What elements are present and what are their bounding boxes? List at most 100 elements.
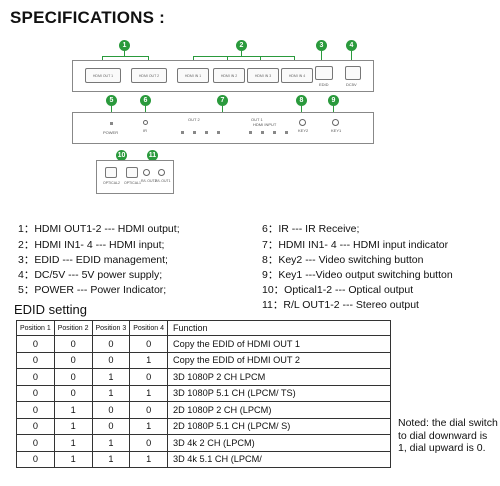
leader-line (111, 106, 112, 116)
rl-out1-label: R/L OUT1 (155, 179, 171, 183)
key1-label: KEY1 (331, 128, 342, 133)
device-illustration: 1 2 3 4 HDMI OUT 1 HDMI OUT 2 HDMI IN 1 … (0, 0, 500, 200)
leader-line (102, 56, 103, 61)
position-cell: 0 (129, 335, 168, 353)
leader-line (193, 56, 294, 57)
legend-item: 8：Key2 --- Video switching button (262, 254, 424, 266)
key2-button[interactable] (299, 119, 306, 126)
position-cell: 0 (53, 384, 93, 402)
hdmi-in-1-port: HDMI IN 1 (177, 68, 209, 83)
optical2-label: OPTICAL2 (103, 181, 120, 185)
function-cell: Copy the EDID of HDMI OUT 2 (167, 351, 391, 369)
position-cell: 1 (91, 384, 131, 402)
position-cell: 1 (129, 450, 168, 468)
power-led (110, 122, 113, 125)
page-title: SPECIFICATIONS : (10, 8, 165, 27)
leader-line (301, 106, 302, 116)
callout-3: 3 (316, 40, 327, 51)
position-cell: 0 (53, 351, 93, 369)
callout-1: 1 (119, 40, 130, 51)
position-cell: 0 (91, 335, 131, 353)
position-cell: 0 (91, 417, 131, 435)
power-label: POWER (103, 130, 119, 135)
function-cell: 3D 4k 5.1 CH (LPCM/ (167, 450, 391, 468)
key1-button[interactable] (332, 119, 339, 126)
leader-line (124, 51, 125, 56)
table-header-row: Position 1 Position 2 Position 3 Positio… (16, 320, 391, 336)
function-cell: 2D 1080P 2 CH (LPCM) (167, 401, 391, 419)
audio-panel: OPTICAL2 OPTICAL1 R/L OUT2 R/L OUT1 (96, 160, 174, 194)
position-cell: 1 (129, 384, 168, 402)
input-led (193, 131, 196, 134)
position-cell: 1 (53, 401, 93, 419)
dc5v-port (345, 66, 361, 80)
edid-dip-switch (315, 66, 333, 80)
column-header: Position 1 (16, 320, 55, 336)
ir-receiver (143, 120, 148, 125)
front-panel: POWER IR OUT 2 OUT 1 HDMI INPUT KEY2 KEY… (72, 112, 374, 144)
position-cell: 0 (16, 401, 55, 419)
out2-label: OUT 2 (188, 117, 200, 122)
function-cell: 3D 1080P 2 CH LPCM (167, 368, 391, 386)
input-led (261, 131, 264, 134)
position-cell: 1 (129, 351, 168, 369)
position-cell: 0 (129, 434, 168, 452)
position-cell: 0 (53, 368, 93, 386)
key2-label: KEY2 (298, 128, 309, 133)
input-led (217, 131, 220, 134)
leader-line (260, 56, 261, 61)
position-cell: 1 (91, 434, 131, 452)
rl-out2-label: R/L OUT2 (141, 179, 157, 183)
leader-line (333, 106, 334, 116)
callout-4: 4 (346, 40, 357, 51)
callout-10: 10 (116, 150, 127, 161)
hdmi-in-4-port: HDMI IN 4 (281, 68, 313, 83)
legend-item: 10：Optical1-2 --- Optical output (262, 284, 414, 296)
column-header: Position 3 (91, 320, 131, 336)
callout-2: 2 (236, 40, 247, 51)
column-header: Position 2 (53, 320, 93, 336)
callout-11: 11 (147, 150, 158, 161)
hdmi-in-2-port: HDMI IN 2 (213, 68, 245, 83)
edid-label: EDID (319, 82, 329, 87)
position-cell: 0 (129, 401, 168, 419)
position-cell: 0 (16, 450, 55, 468)
callout-9: 9 (328, 95, 339, 106)
ir-label: IR (143, 128, 147, 133)
rear-panel: HDMI OUT 1 HDMI OUT 2 HDMI IN 1 HDMI IN … (72, 60, 374, 92)
optical1-label: OPTICAL1 (124, 181, 141, 185)
legend-item: 5：POWER --- Power Indicator; (18, 284, 167, 296)
legend-item: 11：R/L OUT1-2 --- Stereo output (262, 299, 419, 311)
leader-line (294, 56, 295, 61)
position-cell: 0 (16, 335, 55, 353)
leader-line (148, 56, 149, 61)
position-cell: 1 (91, 368, 131, 386)
leader-line (241, 51, 242, 56)
column-header: Function (167, 320, 391, 336)
position-cell: 1 (53, 450, 93, 468)
hdmi-out-2-port: HDMI OUT 2 (131, 68, 167, 83)
position-cell: 0 (91, 401, 131, 419)
input-led (285, 131, 288, 134)
hdmi-input-label: HDMI INPUT (253, 122, 277, 127)
leader-line (193, 56, 194, 61)
position-cell: 0 (16, 434, 55, 452)
out1-label: OUT 1 (251, 117, 263, 122)
function-cell: Copy the EDID of HDMI OUT 1 (167, 335, 391, 353)
rl-out2-jack (143, 169, 150, 176)
edid-section-title: EDID setting (14, 302, 87, 317)
dial-switch-note: Noted: the dial switch to dial downward … (398, 417, 498, 454)
position-cell: 1 (91, 450, 131, 468)
legend-item: 1：HDMI OUT1-2 --- HDMI output; (18, 223, 180, 235)
callout-7: 7 (217, 95, 228, 106)
position-cell: 0 (16, 368, 55, 386)
position-cell: 0 (53, 335, 93, 353)
legend-item: 9：Key1 ---Video output switching button (262, 269, 453, 281)
leader-line (102, 56, 148, 57)
position-cell: 0 (129, 368, 168, 386)
